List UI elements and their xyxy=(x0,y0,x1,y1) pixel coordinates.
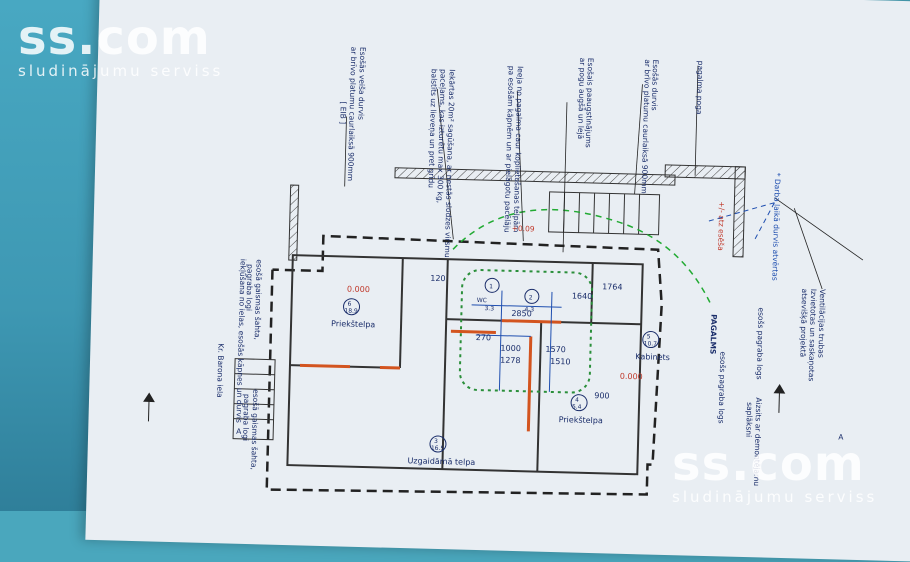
section-marker: A xyxy=(838,432,844,441)
svg-text:4.3: 4.3 xyxy=(524,306,534,313)
annotation: * Darba laikā durvis atvērtas xyxy=(770,173,782,281)
section-arrows xyxy=(143,383,786,422)
dimension-labels: 120 1764 1640 2850 270 1000 1570 1278 15… xyxy=(347,274,643,401)
svg-text:4: 4 xyxy=(575,397,579,404)
annotation: ar brīvo platumu caurlaiksā 900mm xyxy=(346,47,359,182)
annotation: esošs pagraba logs xyxy=(755,307,766,379)
annotation: PAGALMS xyxy=(708,314,718,354)
annotation: pagraba logi xyxy=(244,264,254,311)
annotation: +0.09 xyxy=(512,224,535,234)
dim-label: 270 xyxy=(476,333,492,342)
svg-text:Uzgaidāmā telpa: Uzgaidāmā telpa xyxy=(407,456,475,467)
door-sightlines xyxy=(708,202,775,243)
annotation: [ EIB ] xyxy=(338,101,348,124)
annotation: Kr. Barona iela xyxy=(215,343,225,398)
watermark-tagline: sludinājumu serviss xyxy=(672,488,878,506)
level-label: 0.000 xyxy=(347,285,370,295)
svg-text:5: 5 xyxy=(647,333,651,340)
annotation: Aizsits ar demontējamu xyxy=(752,397,763,486)
annotation: esošā gaismas šahta, xyxy=(253,259,264,340)
room-1: 1 WC 3.3 xyxy=(477,277,500,312)
watermark-brand: ss.com xyxy=(672,436,865,492)
dim-label: 1764 xyxy=(602,282,623,292)
dim-label: 1000 xyxy=(500,344,521,354)
svg-text:Priekštelpa: Priekštelpa xyxy=(331,318,376,329)
floor-plan-sheet: 120 1764 1640 2850 270 1000 1570 1278 15… xyxy=(85,0,910,562)
svg-text:3: 3 xyxy=(434,438,438,445)
svg-text:16.5: 16.5 xyxy=(431,445,445,452)
leader-lines xyxy=(344,65,864,290)
dimension-lines xyxy=(471,290,562,392)
dim-label: 120 xyxy=(430,274,446,283)
svg-text:2: 2 xyxy=(529,294,533,301)
watermark-bottom: ss.com sludinājumu serviss xyxy=(672,440,877,506)
svg-text:18.9: 18.9 xyxy=(344,308,358,315)
dim-label: 2850 xyxy=(511,309,532,319)
annotation: +/- atz esēša xyxy=(716,201,726,251)
svg-text:6: 6 xyxy=(348,301,352,308)
annotation: atsevišķā projektā xyxy=(797,288,809,357)
circulation-path xyxy=(452,208,713,307)
annotation: Ieeja no pagalma caur koplietošanas telp… xyxy=(512,66,525,233)
dim-label: 1510 xyxy=(550,357,571,367)
annotation: esošs pagraba logs xyxy=(717,351,728,423)
wc-accessible-zone xyxy=(458,269,594,394)
dim-label: 1640 xyxy=(572,291,593,301)
room-3: 3 16.5 Uzgaidāmā telpa xyxy=(407,435,475,467)
svg-text:10.7: 10.7 xyxy=(644,340,658,347)
annotation: saplāksni xyxy=(744,402,754,437)
dim-label: 1570 xyxy=(545,345,566,355)
svg-text:3.3: 3.3 xyxy=(484,305,494,312)
annotations: pagalma poga Esošās durvis ar brīvo plat… xyxy=(215,47,844,487)
dim-label: 1278 xyxy=(500,356,521,366)
watermark-tagline: sludinājumu serviss xyxy=(18,62,224,80)
svg-text:WC: WC xyxy=(477,297,487,304)
annotation: Ventilācijas trubas xyxy=(816,289,827,358)
annotation: ar brīvo platumu caurlaiksā 900mm xyxy=(640,59,653,194)
hatched-walls xyxy=(288,164,746,261)
building-outline xyxy=(265,234,663,496)
stair-bottom xyxy=(232,358,276,441)
svg-text:Priekštelpa: Priekštelpa xyxy=(559,414,604,425)
room-2: 2 4.3 xyxy=(524,288,540,313)
annotation: pagraba logi xyxy=(241,394,251,441)
annotation: Esošās veiša durvis xyxy=(356,47,367,120)
svg-text:5.4: 5.4 xyxy=(572,404,582,411)
watermark-top: ss.com sludinājumu serviss xyxy=(18,14,223,80)
room-4: 4 5.4 Priekštelpa xyxy=(559,394,604,425)
annotation: Esošais paaugstinājums xyxy=(584,58,595,148)
watermark-brand: ss.com xyxy=(18,10,211,66)
level-label: 0.000 xyxy=(620,372,643,382)
annotation: Izvietotas un saskaņotas xyxy=(806,289,818,382)
dim-label: 900 xyxy=(594,391,610,400)
interior-walls xyxy=(286,254,644,476)
annotation: balstīts uz lieveņa un pret grīdu xyxy=(426,69,439,189)
stair-top xyxy=(548,191,661,236)
floor-plan-drawing: 120 1764 1640 2850 270 1000 1570 1278 15… xyxy=(143,47,864,496)
new-walls xyxy=(299,319,562,432)
annotation: ar pogu augšā un lejā xyxy=(576,58,587,140)
annotation: pa esošām kāpnēm un ar pielāgotu pacēlāj… xyxy=(503,66,516,233)
room-6: 6 18.9 Priekštelpa xyxy=(331,298,376,329)
room-5: 5 10.7 Kabinets xyxy=(635,331,670,362)
annotation: pagalma poga xyxy=(695,61,705,115)
room-labels: 6 18.9 Priekštelpa 5 10.7 Kabinets 4 5.4… xyxy=(331,277,670,467)
section-marker: A xyxy=(236,427,242,436)
annotation: Esošās durvis xyxy=(650,59,660,110)
svg-text:Kabinets: Kabinets xyxy=(635,352,670,362)
svg-text:1: 1 xyxy=(489,283,493,290)
annotation: esošā gaismas šahta, xyxy=(249,389,260,470)
